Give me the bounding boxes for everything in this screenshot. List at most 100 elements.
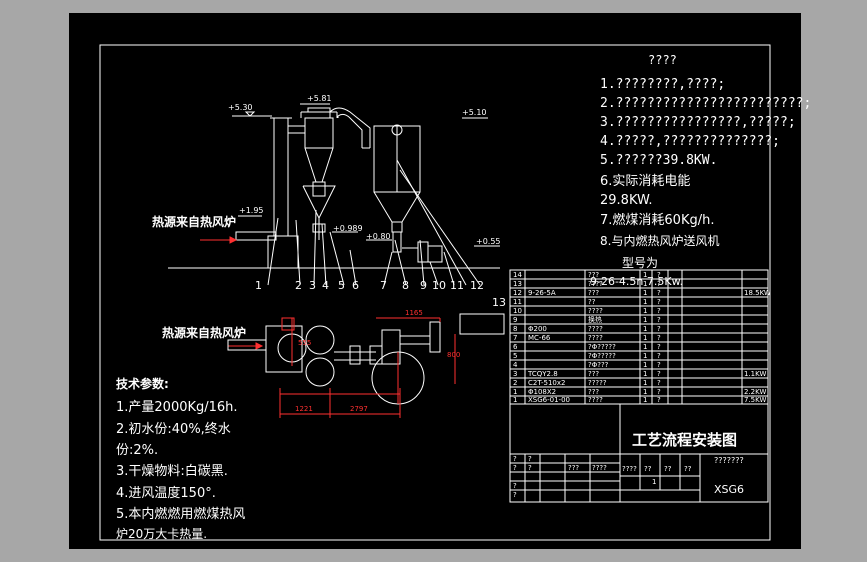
sign-cell: ???? bbox=[592, 464, 607, 472]
callout-9: 9 bbox=[420, 279, 427, 292]
scale-cell-4: ?? bbox=[684, 465, 692, 473]
callout-12: 12 bbox=[470, 279, 484, 292]
bom-row-mat: ? bbox=[657, 343, 661, 351]
bom-row-name: 换热 bbox=[588, 316, 602, 324]
elev-195: +1.95 bbox=[239, 206, 264, 215]
bom-row-qty: 1 bbox=[643, 334, 648, 342]
callout-11: 11 bbox=[450, 279, 464, 292]
bom-row-note: 2.2KW bbox=[744, 388, 767, 396]
scale-value: 1 bbox=[652, 478, 657, 486]
callout-3: 3 bbox=[309, 279, 316, 292]
bom-row-note: 1.1KW bbox=[744, 370, 767, 378]
bom-row-qty: 1 bbox=[643, 388, 648, 396]
bom-row-name: ???? bbox=[588, 334, 603, 342]
tech-param-1: 1.产量2000Kg/16h. bbox=[116, 400, 238, 415]
bom-row-qty: 1 bbox=[643, 316, 648, 324]
bom-row-note: 7.5KW bbox=[744, 396, 767, 404]
elev-510: +5.10 bbox=[462, 108, 487, 117]
bom-row-qty: 1 bbox=[643, 370, 648, 378]
note-8: 8.与内燃热风炉送风机 bbox=[600, 234, 720, 248]
sign-cell: ??? bbox=[568, 464, 580, 472]
bom-row-name: ???? bbox=[588, 280, 603, 288]
bom-row-no: 1 bbox=[513, 396, 518, 404]
bom-row-no: 7 bbox=[513, 334, 518, 342]
callout-2: 2 bbox=[295, 279, 302, 292]
bom-row-no: 13 bbox=[513, 280, 522, 288]
callout-6: 6 bbox=[352, 279, 359, 292]
callout-8: 8 bbox=[402, 279, 409, 292]
bom-row-no: 14 bbox=[513, 271, 522, 279]
dim-555: 555 bbox=[298, 339, 312, 347]
scale-cell-1: ???? bbox=[622, 465, 637, 473]
bom-row-mat: ? bbox=[657, 388, 661, 396]
bom-row-name: ??? bbox=[588, 370, 600, 378]
dim-1221: 1221 bbox=[295, 405, 313, 413]
bom-row-mat: ? bbox=[657, 280, 661, 288]
note-3: 3.????????????????,?????; bbox=[600, 115, 796, 130]
bom-row-no: 4 bbox=[513, 361, 518, 369]
note-6b: 29.8KW. bbox=[600, 193, 653, 208]
plan-heater bbox=[265, 325, 303, 373]
rev-cell: ? bbox=[513, 464, 517, 472]
bom-row-code: MC-66 bbox=[528, 334, 551, 342]
tech-param-2b: 份:2%. bbox=[116, 443, 159, 458]
note-7: 7.燃煤消耗60Kg/h. bbox=[600, 213, 715, 228]
tech-param-4: 4.进风温度150°. bbox=[116, 486, 216, 501]
bom-row-code: 9-26-5A bbox=[528, 289, 556, 297]
plan-fan-box bbox=[459, 313, 505, 335]
bom-row-mat: ? bbox=[657, 379, 661, 387]
elev-055: +0.55 bbox=[476, 237, 501, 246]
bom-row-name: ?Φ????? bbox=[588, 352, 616, 360]
title-block-grid bbox=[509, 403, 769, 503]
tech-title: 技术参数: bbox=[116, 377, 169, 391]
bom-row-qty: 1 bbox=[643, 325, 648, 333]
bom-row-note: 18.5KW bbox=[744, 289, 771, 297]
bom-row-name: ???? bbox=[588, 325, 603, 333]
scale-cell-3: ?? bbox=[664, 465, 672, 473]
bom-row-no: 9 bbox=[513, 316, 518, 324]
bom-row-mat: ? bbox=[657, 334, 661, 342]
bom-row-no: 3 bbox=[513, 370, 518, 378]
bom-row-mat: ? bbox=[657, 298, 661, 306]
cyclone bbox=[304, 117, 334, 149]
tech-param-3: 3.干燥物料:白碳黑. bbox=[116, 464, 228, 479]
plan-view bbox=[227, 313, 505, 418]
elevation-view bbox=[168, 103, 500, 286]
bom-row-no: 6 bbox=[513, 343, 518, 351]
drawing-subtitle: ??????? bbox=[714, 456, 744, 465]
bom-row-mat: ? bbox=[657, 271, 661, 279]
drawing-number: XSG6 bbox=[714, 483, 745, 496]
bom-row-no: 10 bbox=[513, 307, 522, 315]
notes-title: ???? bbox=[648, 53, 677, 67]
bom-row-name: ?? bbox=[588, 298, 596, 306]
bom-row-qty: 1 bbox=[643, 352, 648, 360]
bom-row-mat: ? bbox=[657, 325, 661, 333]
dim-800: 800 bbox=[447, 351, 461, 359]
rev-cell: ? bbox=[528, 455, 532, 463]
bom-row-qty: 1 bbox=[643, 396, 648, 404]
drawing-sheet bbox=[69, 13, 801, 549]
bom-row-no: 2 bbox=[513, 379, 518, 387]
hot-air-label-elevation: 热源来自热风炉 bbox=[152, 215, 237, 229]
bom-row-mat: ? bbox=[657, 289, 661, 297]
rev-cell: ? bbox=[528, 464, 532, 472]
callout-10: 10 bbox=[432, 279, 446, 292]
bom-row-no: 5 bbox=[513, 352, 518, 360]
bom-row-qty: 1 bbox=[643, 271, 648, 279]
bom-row-name: ??? bbox=[588, 271, 600, 279]
bom-row-code: Φ108X2 bbox=[528, 388, 557, 396]
bom-row-mat: ? bbox=[657, 307, 661, 315]
bom-row-name: ?Φ??? bbox=[588, 361, 609, 369]
elev-0989: +0.989 bbox=[333, 224, 363, 233]
dim-2797: 2797 bbox=[350, 405, 368, 413]
tech-param-2: 2.初水份:40%,终水 bbox=[116, 422, 231, 437]
heater-tower bbox=[273, 117, 289, 237]
scale-cell-2: ?? bbox=[644, 465, 652, 473]
callout-13: 13 bbox=[492, 296, 506, 309]
callout-5: 5 bbox=[338, 279, 345, 292]
bom-row-code: Φ200 bbox=[528, 325, 547, 333]
fan bbox=[427, 245, 443, 263]
rev-cell: ? bbox=[513, 455, 517, 463]
bom-row-code: C2T-510x2 bbox=[528, 379, 566, 387]
